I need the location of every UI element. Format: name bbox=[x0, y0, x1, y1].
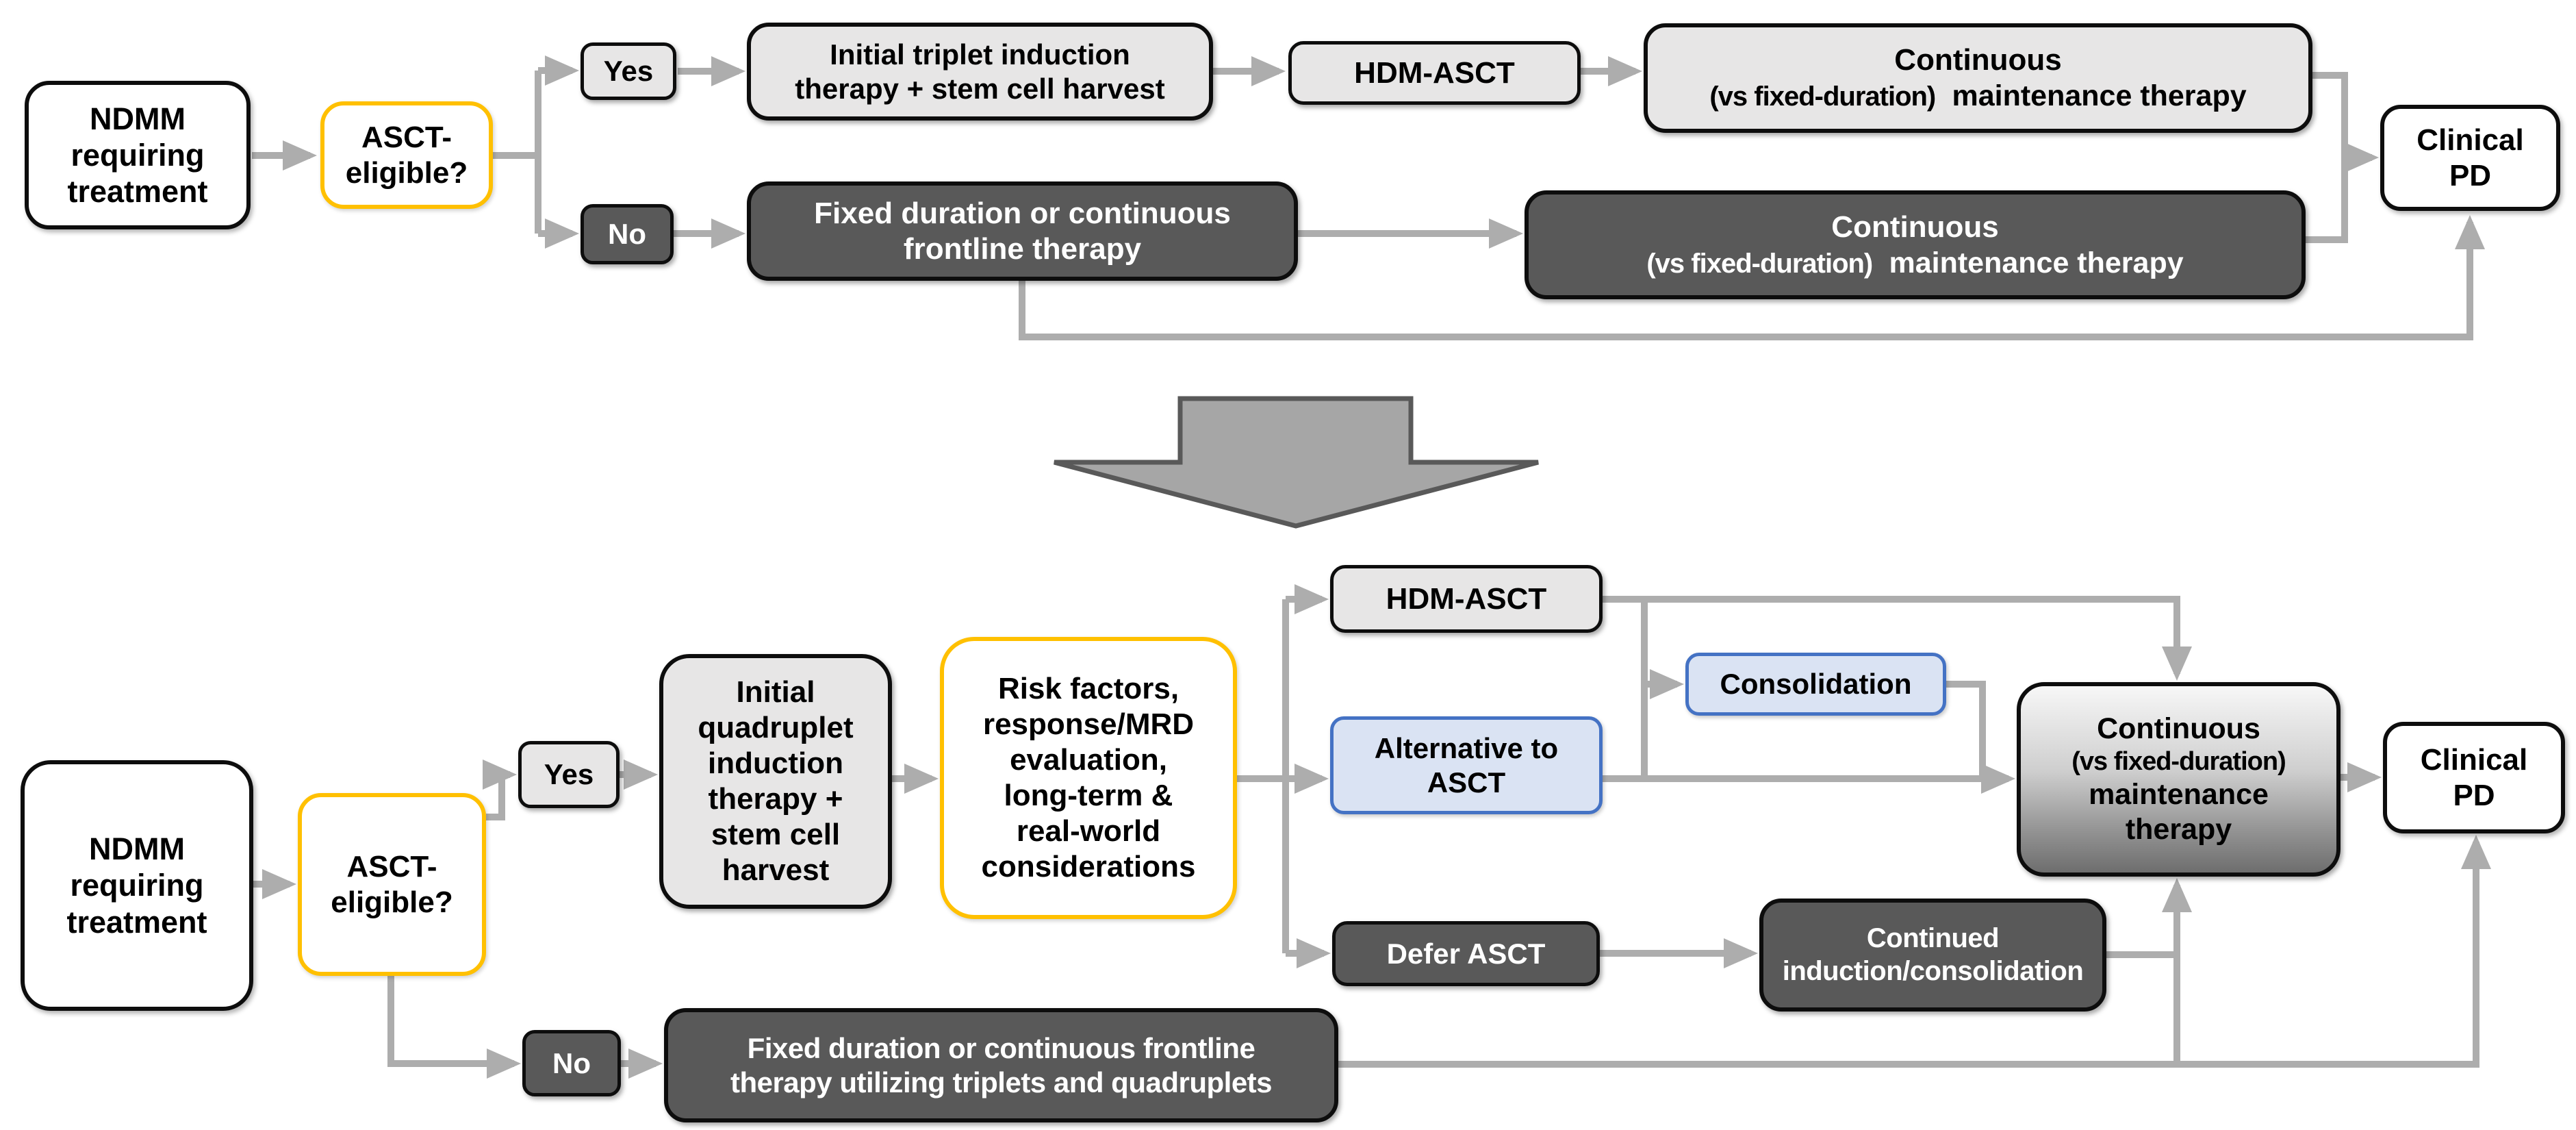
bottom-defer-asct-label: Defer ASCT bbox=[1386, 937, 1546, 970]
bottom-maintenance-line1: Continuous bbox=[2097, 712, 2260, 746]
top-clinical-pd-node: Clinical PD bbox=[2380, 105, 2560, 211]
top-hdm-asct-label: HDM-ASCT bbox=[1354, 55, 1515, 90]
bottom-consolidation-label: Consolidation bbox=[1720, 668, 1912, 701]
top-maintenance-line2: (vs fixed-duration) maintenance therapy bbox=[1709, 78, 2246, 114]
top-triplet-induction-label: Initial triplet induction therapy + stem… bbox=[795, 38, 1165, 105]
top-yes-node: Yes bbox=[581, 42, 676, 100]
bottom-quadruplet-induction-label: Initial quadruplet induction therapy + s… bbox=[698, 675, 854, 887]
top-maintenance-node: Continuous (vs fixed-duration) maintenan… bbox=[1644, 23, 2312, 133]
bottom-risk-evaluation-node: Risk factors, response/MRD evaluation, l… bbox=[940, 637, 1237, 919]
bottom-no-node: No bbox=[522, 1030, 621, 1096]
bottom-maintenance-line2: (vs fixed-duration) bbox=[2071, 747, 2286, 777]
bottom-consolidation-node: Consolidation bbox=[1685, 653, 1946, 716]
top-maintenance-dark-line2a: (vs fixed-duration) bbox=[1646, 248, 1873, 279]
top-maintenance-dark-line2: (vs fixed-duration) maintenance therapy bbox=[1646, 245, 2183, 281]
bottom-asct-eligible-node: ASCT- eligible? bbox=[298, 793, 486, 976]
bottom-alternative-asct-label: Alternative to ASCT bbox=[1374, 731, 1559, 799]
bottom-risk-evaluation-label: Risk factors, response/MRD evaluation, l… bbox=[981, 672, 1196, 883]
bottom-clinical-pd-node: Clinical PD bbox=[2383, 722, 2565, 833]
bottom-asct-eligible-label: ASCT- eligible? bbox=[331, 849, 453, 919]
bottom-chart-connectors bbox=[253, 583, 2491, 1079]
bottom-defer-asct-node: Defer ASCT bbox=[1332, 921, 1600, 986]
transition-down-arrow-icon bbox=[1054, 396, 1539, 529]
top-maintenance-dark-line2b: maintenance therapy bbox=[1889, 246, 2184, 279]
bottom-maintenance-line3: maintenance therapy bbox=[2089, 778, 2269, 846]
top-ndmm-node: NDMM requiring treatment bbox=[25, 81, 251, 229]
bottom-maintenance-node: Continuous (vs fixed-duration) maintenan… bbox=[2017, 682, 2341, 877]
top-fixed-duration-label: Fixed duration or continuous frontline t… bbox=[814, 196, 1231, 266]
arrow-asct-to-no-bottom bbox=[387, 976, 521, 1079]
top-chart-connectors bbox=[252, 55, 2485, 340]
arrow-asct-to-yes-bottom bbox=[483, 759, 517, 820]
bottom-hdm-asct-node: HDM-ASCT bbox=[1330, 565, 1603, 633]
bottom-quadruplet-induction-node: Initial quadruplet induction therapy + s… bbox=[659, 654, 892, 909]
top-hdm-asct-node: HDM-ASCT bbox=[1288, 41, 1581, 105]
bottom-clinical-pd-label: Clinical PD bbox=[2420, 742, 2528, 812]
line-consolidation-merge bbox=[1946, 681, 1986, 779]
bottom-no-label: No bbox=[552, 1046, 591, 1079]
top-maintenance-line1: Continuous bbox=[1894, 43, 2062, 77]
bottom-continued-induction-label: Continued induction/consolidation bbox=[1782, 923, 2084, 986]
top-asct-eligible-label: ASCT- eligible? bbox=[345, 120, 468, 190]
top-triplet-induction-node: Initial triplet induction therapy + stem… bbox=[747, 23, 1213, 121]
top-maintenance-dark-line1: Continuous bbox=[1831, 210, 1999, 244]
top-no-label: No bbox=[608, 218, 646, 251]
arrow-fixed-loop-to-clinicalpd bbox=[1019, 215, 2485, 340]
top-maintenance-line2a: (vs fixed-duration) bbox=[1709, 81, 1936, 112]
top-clinical-pd-label: Clinical PD bbox=[2416, 123, 2524, 192]
top-fixed-duration-node: Fixed duration or continuous frontline t… bbox=[747, 181, 1298, 281]
bottom-ndmm-node: NDMM requiring treatment bbox=[21, 760, 253, 1011]
top-maintenance-line2b: maintenance therapy bbox=[1952, 79, 2247, 112]
top-asct-eligible-node: ASCT- eligible? bbox=[320, 101, 493, 209]
bottom-fixed-duration-label: Fixed duration or continuous frontline t… bbox=[730, 1031, 1273, 1098]
arrow-fixed-loop-to-clinicalpd-bottom bbox=[1338, 835, 2491, 1068]
bottom-alternative-asct-node: Alternative to ASCT bbox=[1330, 716, 1603, 814]
bottom-ndmm-label: NDMM requiring treatment bbox=[66, 831, 207, 940]
bottom-hdm-asct-label: HDM-ASCT bbox=[1386, 581, 1547, 616]
bottom-yes-label: Yes bbox=[544, 758, 594, 791]
bottom-fixed-duration-node: Fixed duration or continuous frontline t… bbox=[664, 1008, 1338, 1122]
top-yes-label: Yes bbox=[603, 55, 654, 88]
bottom-continued-induction-node: Continued induction/consolidation bbox=[1759, 899, 2106, 1012]
top-maintenance-dark-node: Continuous (vs fixed-duration) maintenan… bbox=[1525, 190, 2306, 299]
top-ndmm-label: NDMM requiring treatment bbox=[67, 101, 208, 210]
top-no-node: No bbox=[581, 204, 674, 264]
arrow-hdm-to-maintenance-top bbox=[1603, 596, 2193, 681]
bottom-yes-node: Yes bbox=[518, 741, 620, 808]
